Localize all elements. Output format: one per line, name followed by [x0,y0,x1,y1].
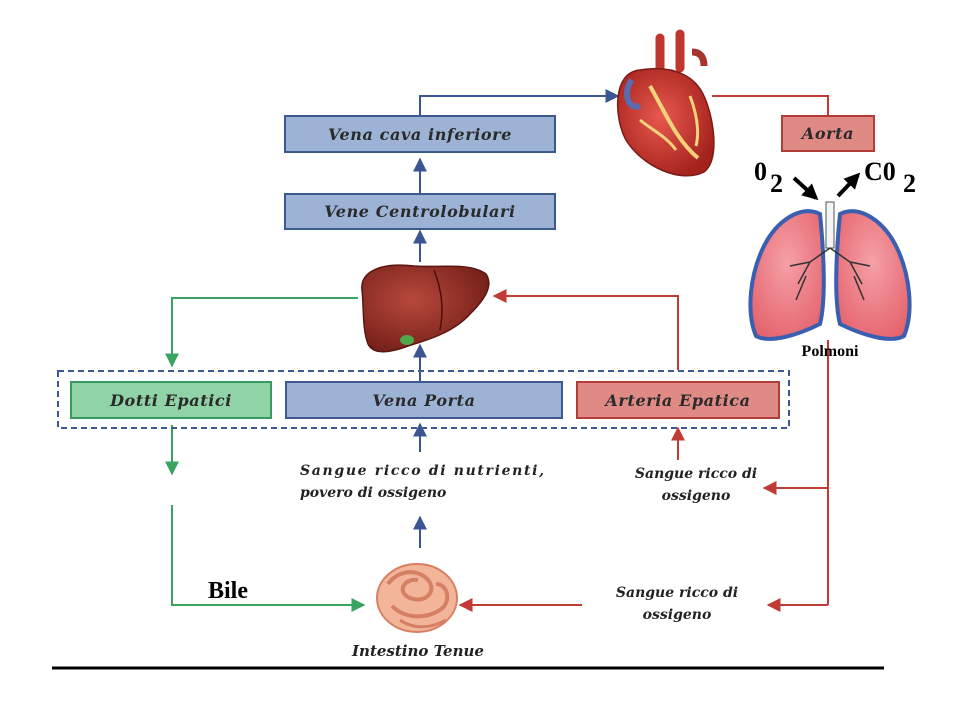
box-vena-cava-label: Vena cava inferiore [328,125,512,144]
svg-text:C0: C0 [864,157,896,186]
box-vena-porta: Vena Porta [285,381,563,419]
box-aorta-label: Aorta [800,124,854,143]
o2-label: 0 2 [754,157,783,198]
connector-heart-to-aorta [712,95,829,116]
lungs-label: Polmoni [802,343,859,360]
intestine-icon [376,563,458,633]
svg-text:2: 2 [903,169,916,198]
hepatic-group-dashed-frame [57,370,790,429]
connector-liver-to-dotti [165,297,358,368]
box-aorta: Aorta [781,115,875,152]
box-vene-centrolobulari-label: Vene Centrolobulari [324,202,515,221]
oxygen-blood-label-1-line1: Sangue ricco di [635,466,757,482]
connector-bile-to-intestine [171,505,366,612]
box-dotti-epatici-label: Dotti Epatici [109,391,232,410]
liver-icon [361,264,490,353]
intestine-label: Intestino Tenue [351,642,484,660]
box-vena-porta-label: Vena Porta [372,391,475,410]
connector-vena-cava-to-heart [419,89,620,116]
co2-label: C0 2 [864,157,916,198]
box-dotti-epatici: Dotti Epatici [70,381,272,419]
lungs-icon [748,201,912,341]
svg-text:2: 2 [770,169,783,198]
box-vena-cava-inferiore: Vena cava inferiore [284,115,556,153]
oxygen-blood-label-2-line2: ossigeno [643,607,712,623]
nutrient-blood-label-line2: povero di ossigeno [300,485,446,501]
heart-icon [616,29,715,177]
co2-arrow [836,172,861,198]
box-arteria-epatica: Arteria Epatica [576,381,780,419]
oxygen-blood-label-1-line2: ossigeno [662,488,731,504]
box-arteria-epatica-label: Arteria Epatica [603,391,750,410]
o2-arrow [792,176,819,201]
oxygen-blood-label-2-line1: Sangue ricco di [616,585,738,601]
bile-label: Bile [208,578,248,604]
nutrient-blood-label-line1: Sangue ricco di nutrienti, [300,463,544,479]
svg-text:0: 0 [754,157,767,186]
connector-arteria-to-liver [492,289,679,370]
box-vene-centrolobulari: Vene Centrolobulari [284,193,556,230]
